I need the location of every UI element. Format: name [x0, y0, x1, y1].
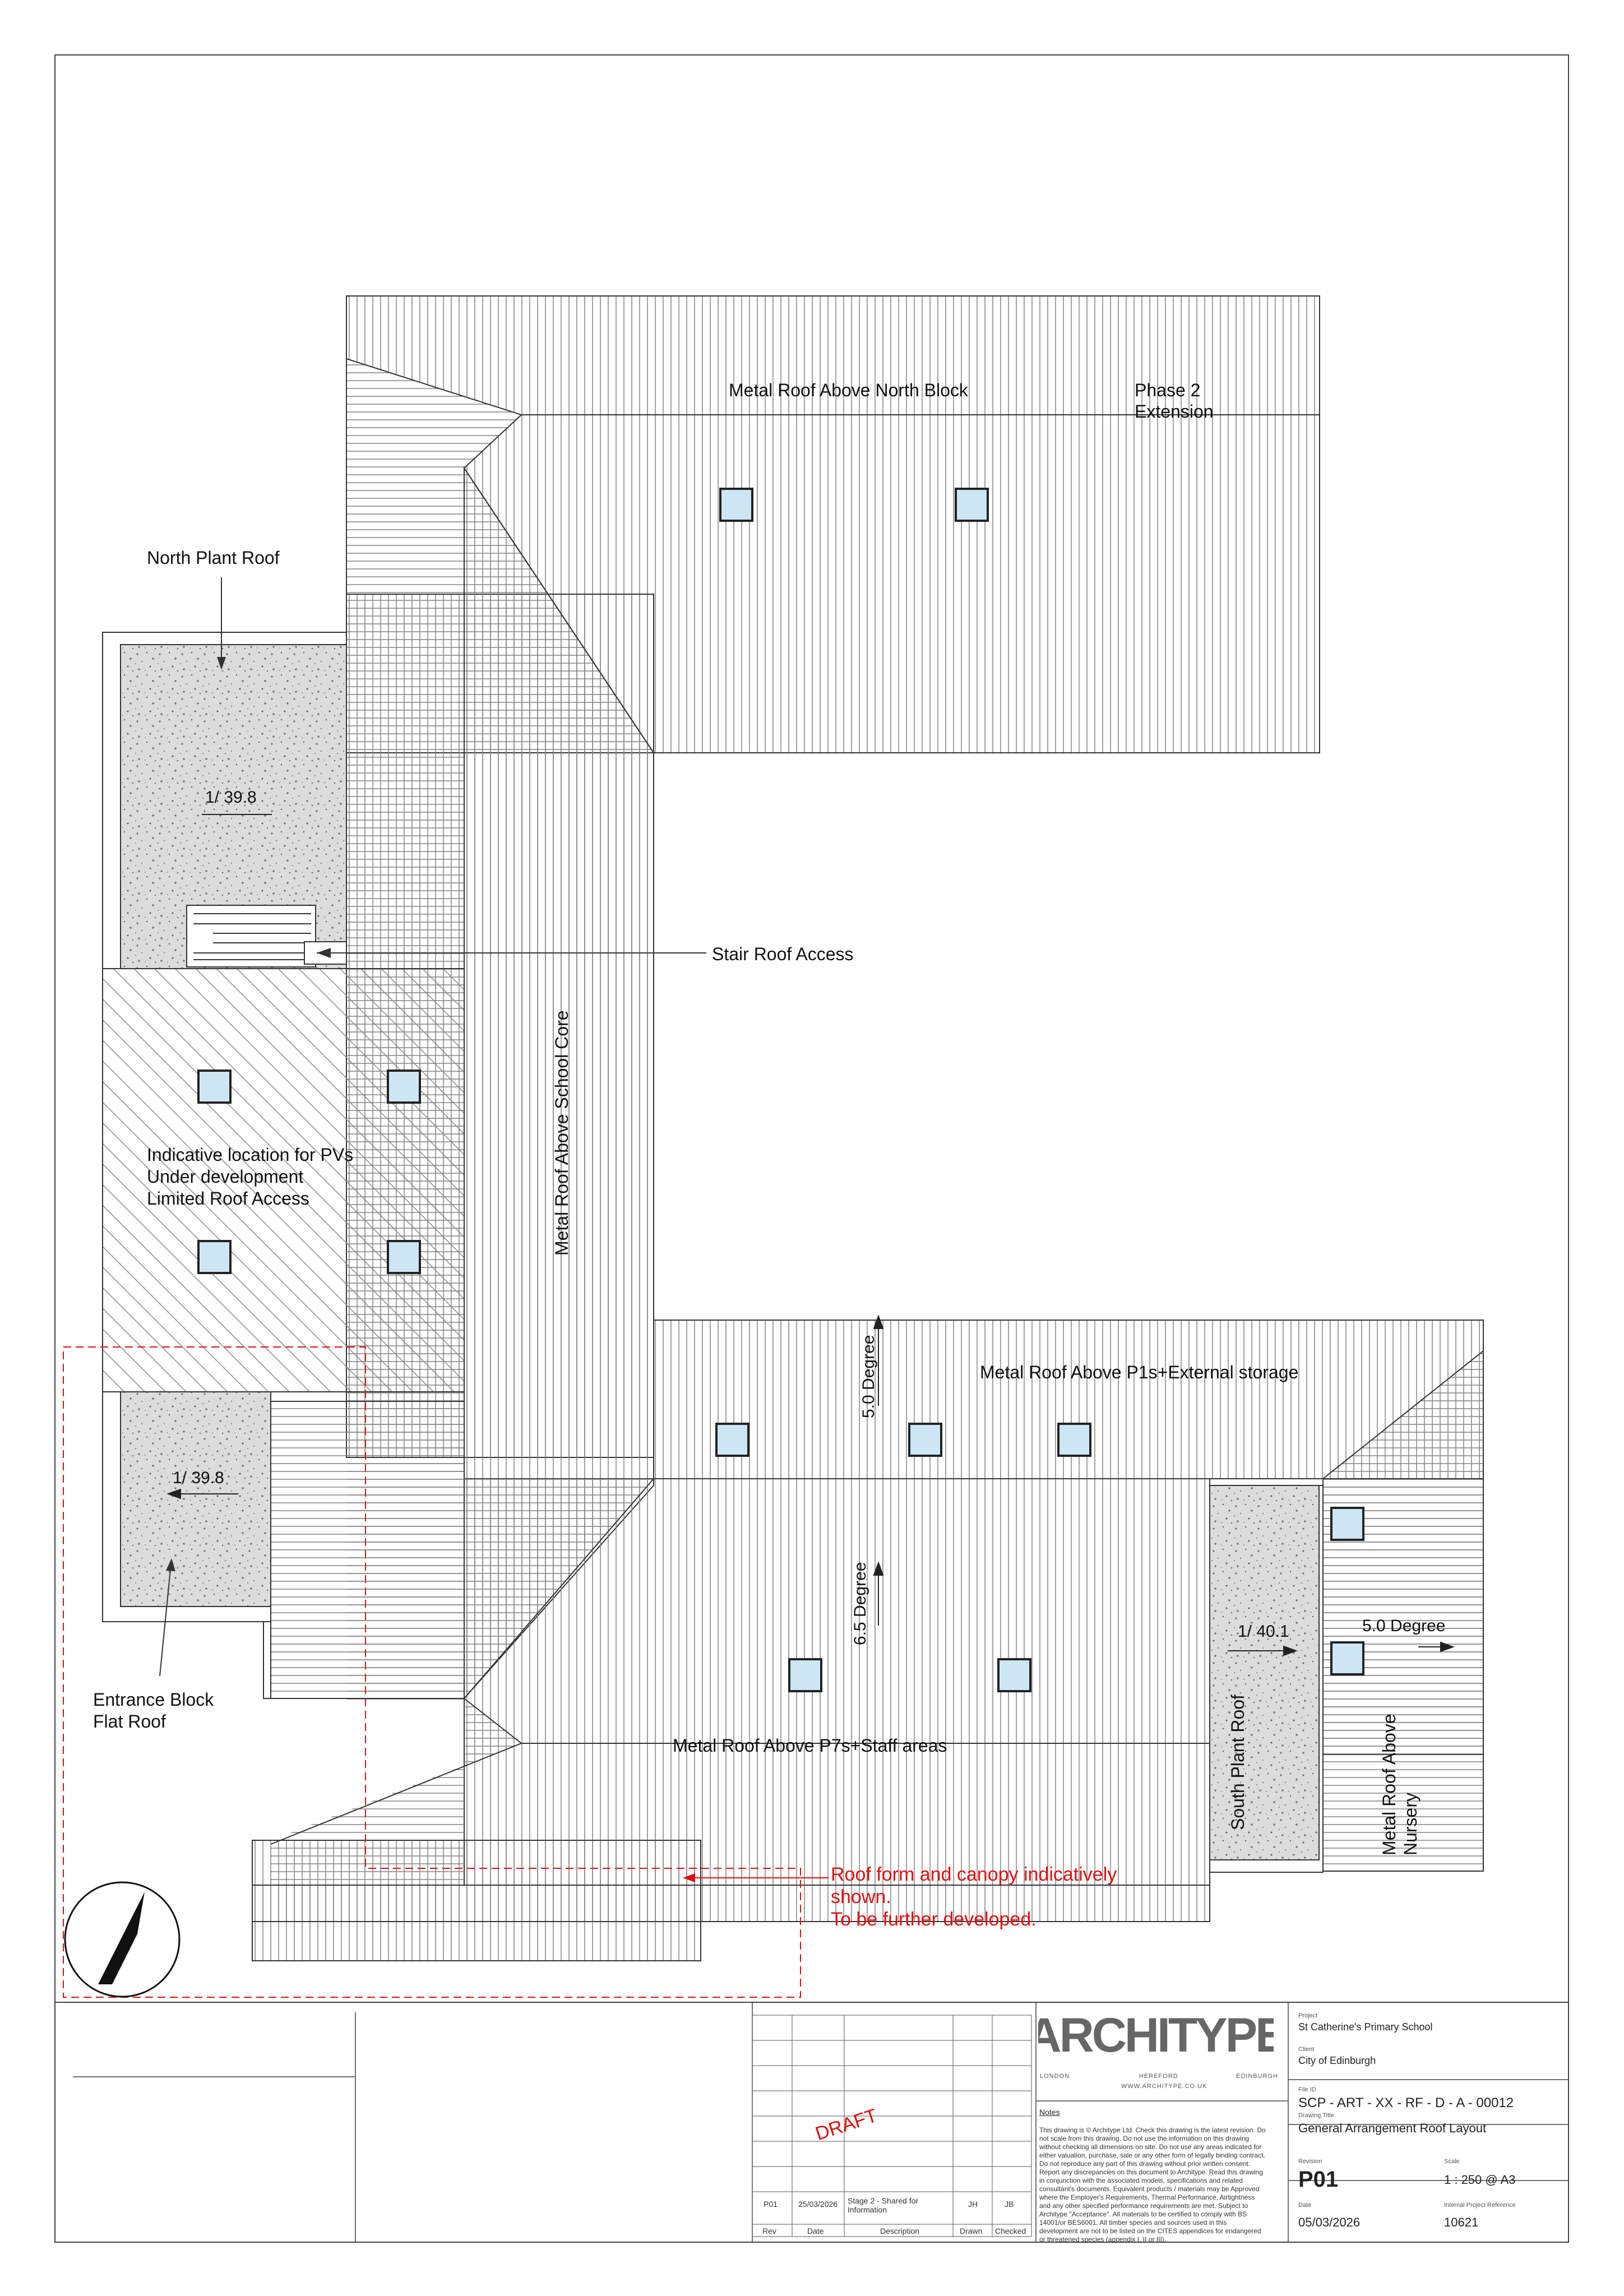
file-id-caption: File ID: [1298, 2086, 1316, 2093]
label-canopy-line1: Roof form and canopy indicatively: [831, 1864, 1117, 1885]
office-hereford: HEREFORD: [1139, 2073, 1178, 2080]
label-canopy-line3: To be further developed.: [831, 1909, 1037, 1930]
revision-caption: Revision: [1298, 2158, 1322, 2165]
canopy-markup: [63, 1346, 801, 1998]
file-id: SCP - ART - XX - RF - D - A - 00012: [1298, 2095, 1514, 2110]
revision-table: [752, 2015, 1032, 2237]
rev-header-checked: Checked: [995, 2226, 1026, 2235]
label-south-plant: South Plant Roof: [1228, 1695, 1248, 1830]
label-deg-p7s: 6.5 Degree: [851, 1562, 869, 1645]
notes-text: This drawing is © Architype Ltd. Check t…: [1039, 2126, 1266, 2243]
office-edinburgh: EDINBURGH: [1236, 2073, 1279, 2080]
pv-area-roof: [102, 968, 465, 1392]
scale-value: 1 : 250 @ A3: [1444, 2173, 1516, 2187]
label-pv-line1: Indicative location for PVs: [147, 1145, 354, 1165]
label-deg-nursery: 5.0 Degree: [1362, 1617, 1446, 1635]
architype-logo: ARCHITYPE: [1038, 2012, 1274, 2057]
skylights: [197, 488, 1364, 1692]
label-nursery-line1: Metal Roof Above: [1379, 1714, 1399, 1855]
label-deg-p1s: 5.0 Degree: [859, 1335, 878, 1418]
sheet-border: [54, 54, 1569, 2243]
label-school-core: Metal Roof Above School Core: [552, 1010, 572, 1256]
project-ref-caption: Internal Project Reference: [1444, 2202, 1516, 2209]
rev-row-drawn: JH: [968, 2200, 978, 2209]
label-phase2-line2: Extension: [1135, 401, 1214, 422]
label-p7s-roof: Metal Roof Above P7s+Staff areas: [673, 1735, 947, 1756]
drawing-title: General Arrangement Roof Layout: [1298, 2121, 1487, 2135]
company-website: WWW.ARCHITYPE.CO.UK: [1121, 2083, 1207, 2090]
logo-wordmark: ARCHITYPE: [1038, 2012, 1274, 2057]
entrance-leader: [159, 1563, 172, 1677]
label-nursery-line2: Nursery: [1400, 1792, 1421, 1855]
drawing-title-caption: Drawing Title: [1298, 2112, 1334, 2119]
rev-row-checked: JB: [1005, 2200, 1014, 2209]
rev-header-drawn: Drawn: [960, 2226, 983, 2235]
client-caption: Client: [1298, 2046, 1315, 2053]
rev-row-description: Stage 2 - Shared for Information: [848, 2196, 919, 2214]
label-slope-north-plant: 1/ 39.8: [205, 788, 257, 807]
client-name: City of Edinburgh: [1298, 2055, 1376, 2066]
label-canopy-line2: shown.: [831, 1886, 891, 1908]
label-phase2-line1: Phase 2: [1135, 380, 1201, 400]
rev-header-date: Date: [807, 2226, 824, 2235]
date-caption: Date: [1298, 2202, 1312, 2209]
label-north-block: Metal Roof Above North Block: [729, 380, 968, 400]
label-entrance-line2: Flat Roof: [93, 1711, 166, 1732]
rev-row-rev: P01: [764, 2200, 778, 2209]
notes-heading: Notes: [1039, 2108, 1060, 2117]
north-arrow: [64, 1881, 181, 1998]
rev-row-date: 25/03/2026: [798, 2200, 838, 2209]
label-pv-line3: Limited Roof Access: [147, 1188, 309, 1209]
project-caption: Project: [1298, 2012, 1318, 2019]
rev-header-description: Description: [880, 2226, 920, 2235]
stair-roof-access: [186, 905, 316, 968]
office-london: LONDON: [1040, 2073, 1070, 2080]
label-slope-south-plant: 1/ 40.1: [1238, 1622, 1289, 1641]
label-p1s-roof: Metal Roof Above P1s+External storage: [980, 1362, 1299, 1382]
label-north-plant: North Plant Roof: [147, 548, 280, 568]
label-slope-entrance: 1/ 39.8: [173, 1469, 224, 1487]
label-entrance-line1: Entrance Block: [93, 1689, 214, 1710]
label-stair-access: Stair Roof Access: [712, 944, 854, 964]
project-name: St Catherine's Primary School: [1298, 2021, 1433, 2033]
label-pv-line2: Under development: [147, 1166, 304, 1187]
revision-value: P01: [1298, 2167, 1339, 2192]
rev-header-rev: Rev: [762, 2226, 776, 2235]
scale-caption: Scale: [1444, 2158, 1460, 2165]
project-ref: 10621: [1444, 2215, 1479, 2229]
date-value: 05/03/2026: [1298, 2215, 1361, 2229]
